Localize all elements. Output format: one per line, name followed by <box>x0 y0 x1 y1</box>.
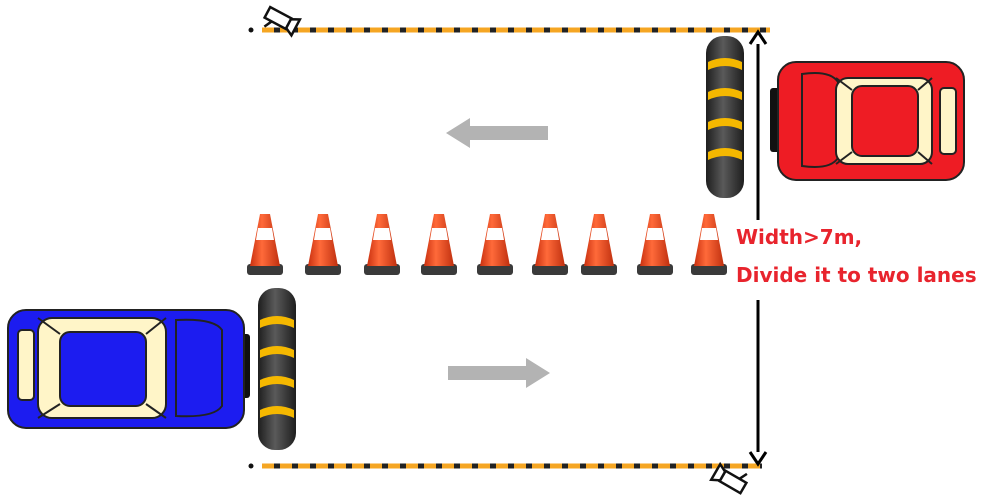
traffic-cone <box>691 214 727 275</box>
traffic-cone <box>421 214 457 275</box>
traffic-cone <box>247 214 283 275</box>
blue-car <box>7 309 250 429</box>
traffic-cone <box>581 214 617 275</box>
red-car <box>770 61 965 181</box>
traffic-cone <box>364 214 400 275</box>
bottom-barrier-line <box>248 463 762 469</box>
traffic-cone <box>477 214 513 275</box>
direction-arrow-right <box>448 358 550 388</box>
width-dimension-arrow <box>748 29 768 467</box>
speed-bump-bottom <box>258 288 296 450</box>
speed-bump-top <box>706 36 744 198</box>
camera-icon-bottom <box>709 461 749 495</box>
traffic-cone-row <box>247 214 727 275</box>
direction-arrow-left <box>446 118 548 148</box>
camera-icon-top <box>262 5 302 38</box>
traffic-cone <box>637 214 673 275</box>
width-annotation-line1: Width>7m, <box>736 225 863 249</box>
top-barrier-line <box>248 27 770 33</box>
traffic-cone <box>532 214 568 275</box>
width-annotation-line2: Divide it to two lanes <box>736 263 977 287</box>
traffic-cone <box>305 214 341 275</box>
